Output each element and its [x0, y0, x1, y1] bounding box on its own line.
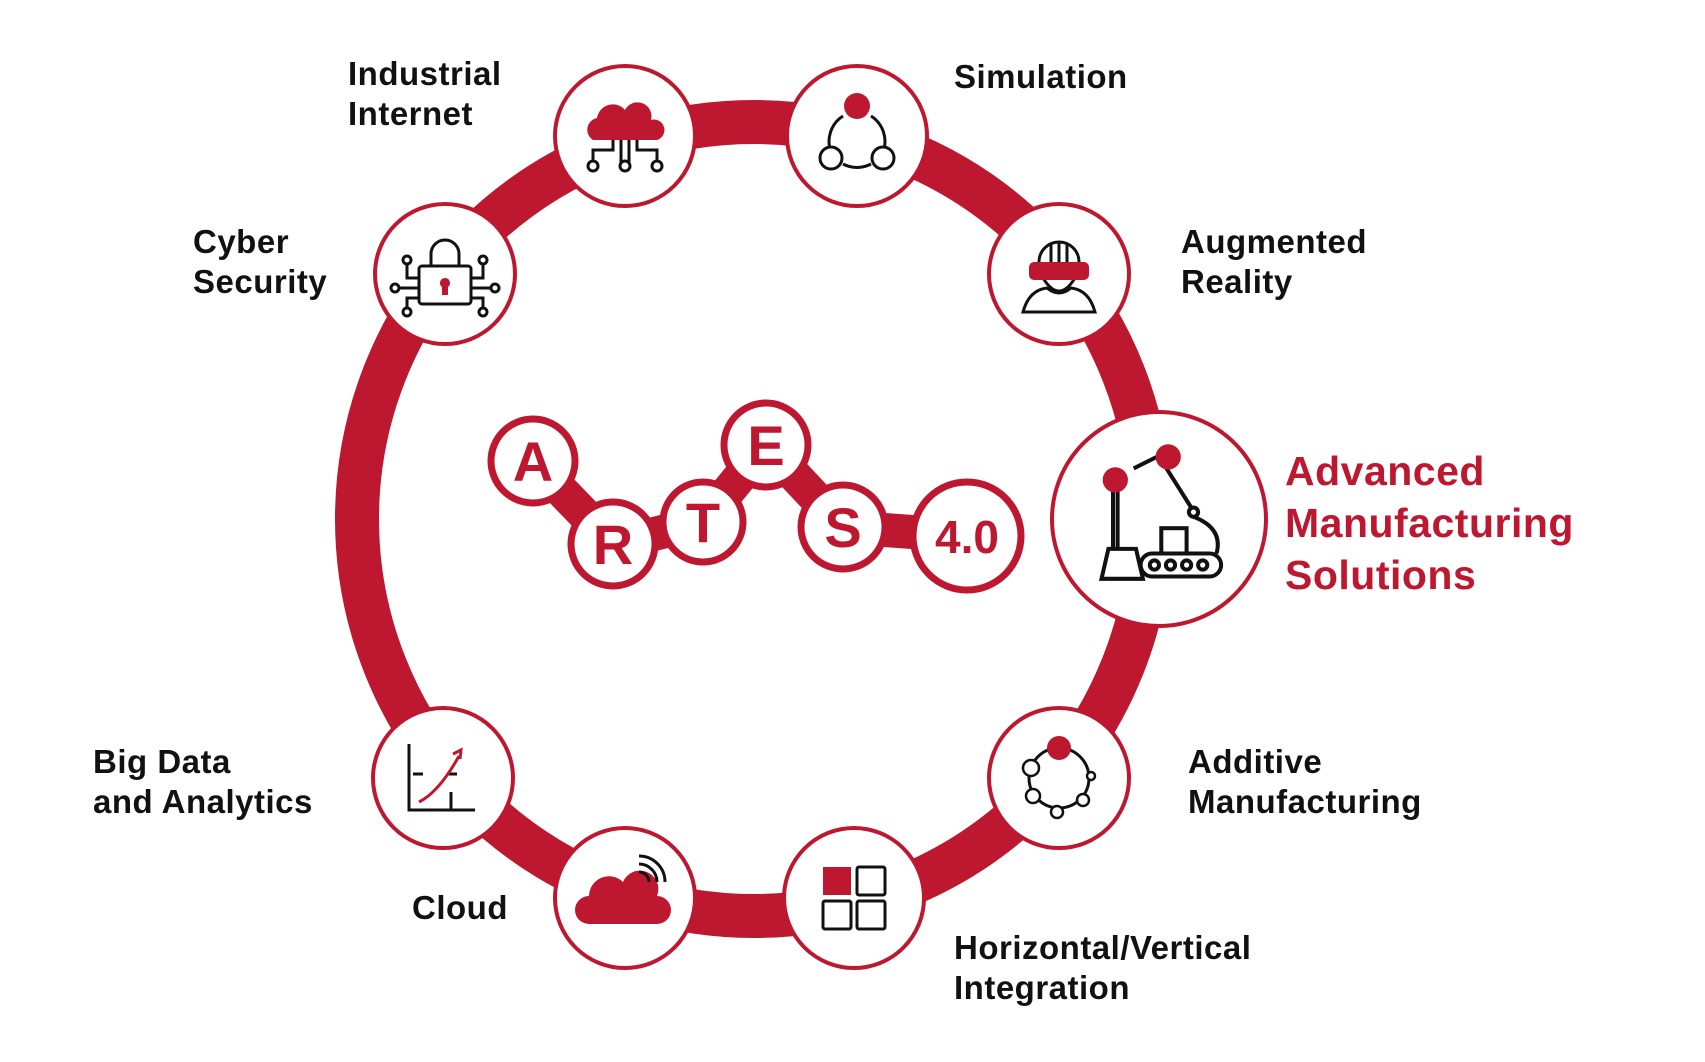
logo-letter-E: E — [720, 399, 812, 491]
node-integration — [782, 826, 926, 970]
logo-letter-text: R — [593, 513, 633, 576]
label-simulation: Simulation — [954, 58, 1128, 95]
node-industrial-internet — [553, 64, 697, 208]
label-cloud: Cloud — [412, 889, 508, 926]
logo-letter-4-0: 4.0 — [909, 478, 1025, 594]
node-big-data — [371, 706, 515, 850]
node-augmented-reality — [987, 202, 1131, 346]
grid-blocks-icon — [821, 865, 887, 931]
ring-nodes-icon — [1021, 736, 1097, 820]
logo-letter-T: T — [659, 478, 747, 566]
wireless-cloud-icon — [575, 854, 671, 924]
node-cyber-security — [373, 202, 517, 346]
robot-arm-icon — [1098, 444, 1224, 581]
circuit-lock-icon — [389, 238, 501, 318]
simulation-cycle-icon — [818, 93, 896, 171]
node-additive-manufacturing — [987, 706, 1131, 850]
node-simulation — [785, 64, 929, 208]
logo-letter-text: S — [824, 496, 861, 559]
logo-letter-text: A — [513, 430, 553, 493]
growth-chart-icon — [407, 744, 475, 812]
logo-letter-text: E — [747, 414, 784, 477]
cloud-network-icon — [586, 102, 665, 173]
node-cloud — [553, 826, 697, 970]
vr-headset-worker-icon — [1021, 240, 1097, 314]
logo-letter-S: S — [797, 481, 889, 573]
logo-letter-text: T — [686, 491, 720, 554]
logo-letter-A: A — [487, 415, 579, 507]
logo-letter-text: 4.0 — [935, 511, 999, 563]
node-advanced-manufacturing — [1050, 410, 1268, 628]
logo-letter-R: R — [567, 498, 659, 590]
